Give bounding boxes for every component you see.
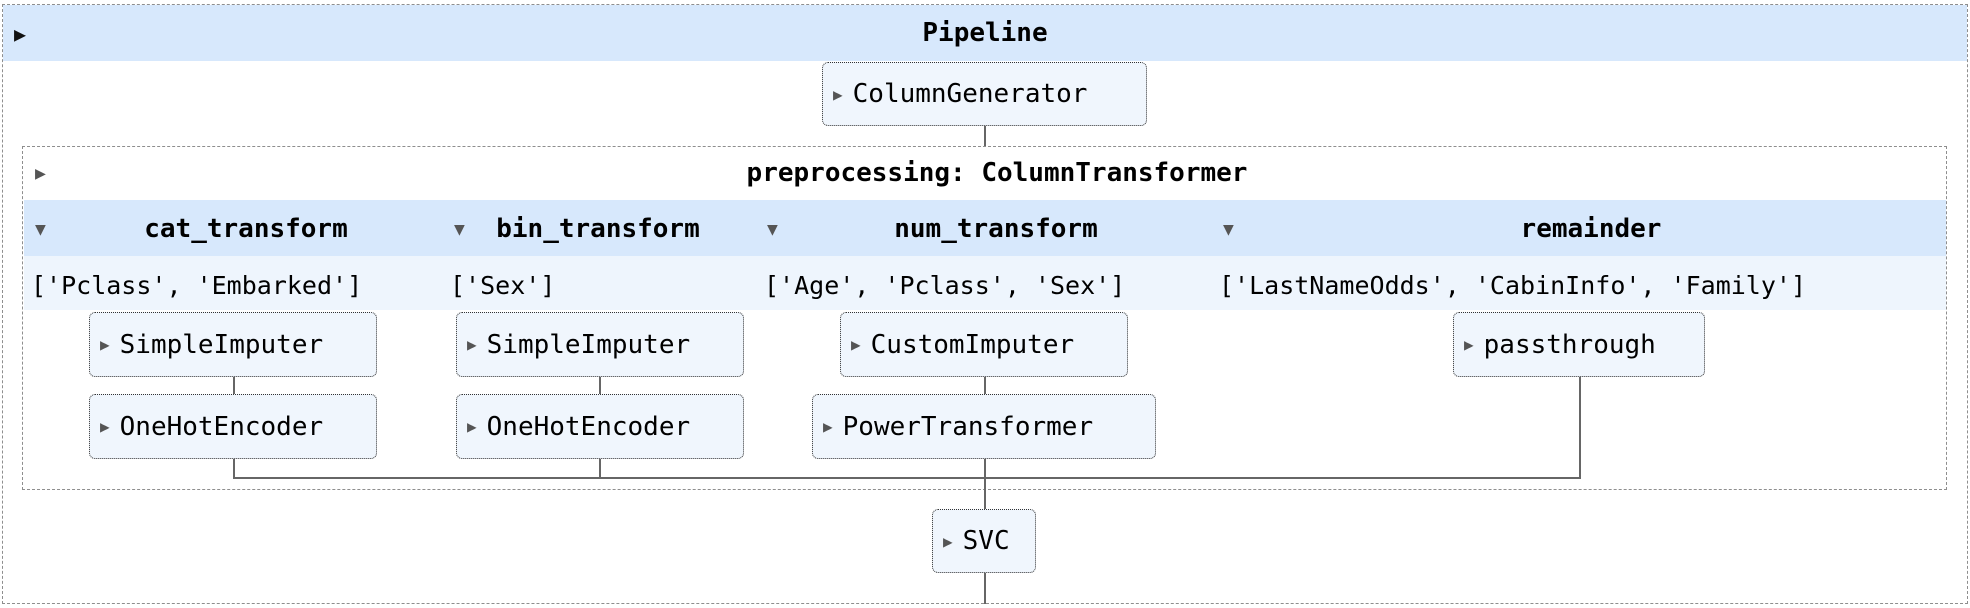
cat-one-hot-encoder-toggle-icon[interactable]: ▶ — [100, 417, 110, 436]
bin-transform-title: bin_transform — [496, 214, 700, 244]
remainder-columns: ['LastNameOdds', 'CabinInfo', 'Family'] — [1219, 271, 1806, 300]
column-generator-estimator[interactable]: ▶ ColumnGenerator — [822, 62, 1147, 126]
bin-one-hot-encoder-label: OneHotEncoder — [486, 411, 691, 442]
bin-one-hot-encoder-toggle-icon[interactable]: ▶ — [467, 417, 477, 436]
num-transform-columns: ['Age', 'Pclass', 'Sex'] — [764, 271, 1126, 300]
custom-imputer-label: CustomImputer — [870, 329, 1075, 360]
bin-transform-toggle-icon[interactable]: ▼ — [454, 219, 465, 240]
custom-imputer-estimator[interactable]: ▶ CustomImputer — [840, 312, 1128, 377]
merge-line — [233, 477, 1581, 479]
connector-line — [984, 126, 986, 146]
svc-toggle-icon[interactable]: ▶ — [943, 531, 953, 551]
connector-line — [599, 459, 601, 478]
connector-line — [984, 459, 986, 509]
connector-line — [984, 377, 986, 394]
branches-columns-band — [24, 256, 1946, 310]
custom-imputer-toggle-icon[interactable]: ▶ — [851, 335, 861, 354]
cat-transform-toggle-icon[interactable]: ▼ — [35, 219, 46, 240]
cat-one-hot-encoder-label: OneHotEncoder — [119, 411, 324, 442]
bin-one-hot-encoder-estimator[interactable]: ▶ OneHotEncoder — [456, 394, 744, 459]
svc-estimator[interactable]: ▶ SVC — [932, 509, 1036, 573]
cat-transform-columns: ['Pclass', 'Embarked'] — [31, 271, 363, 300]
column-generator-label: ColumnGenerator — [852, 79, 1088, 109]
connector-line — [233, 377, 235, 394]
bin-simple-imputer-toggle-icon[interactable]: ▶ — [467, 335, 477, 354]
passthrough-label: passthrough — [1483, 329, 1656, 360]
branches-header-band — [24, 200, 1946, 256]
preprocessing-toggle-icon[interactable]: ▶ — [35, 163, 46, 184]
svc-label: SVC — [962, 526, 1010, 556]
cat-one-hot-encoder-estimator[interactable]: ▶ OneHotEncoder — [89, 394, 377, 459]
passthrough-toggle-icon[interactable]: ▶ — [1464, 335, 1474, 354]
power-transformer-estimator[interactable]: ▶ PowerTransformer — [812, 394, 1156, 459]
remainder-toggle-icon[interactable]: ▼ — [1223, 219, 1234, 240]
bin-transform-columns: ['Sex'] — [450, 271, 556, 300]
connector-line — [1579, 377, 1581, 478]
connector-line — [233, 459, 235, 478]
pipeline-title: Pipeline — [922, 18, 1048, 48]
remainder-title: remainder — [1520, 214, 1662, 244]
cat-simple-imputer-label: SimpleImputer — [119, 329, 324, 360]
power-transformer-toggle-icon[interactable]: ▶ — [823, 417, 833, 436]
bin-simple-imputer-label: SimpleImputer — [486, 329, 691, 360]
num-transform-title: num_transform — [894, 214, 1098, 244]
pipeline-header[interactable] — [3, 5, 1967, 61]
cat-simple-imputer-estimator[interactable]: ▶ SimpleImputer — [89, 312, 377, 377]
passthrough-estimator[interactable]: ▶ passthrough — [1453, 312, 1705, 377]
connector-line — [599, 377, 601, 394]
preprocessing-title: preprocessing: ColumnTransformer — [746, 158, 1248, 188]
cat-transform-title: cat_transform — [144, 214, 348, 244]
cat-simple-imputer-toggle-icon[interactable]: ▶ — [100, 335, 110, 354]
power-transformer-label: PowerTransformer — [842, 411, 1094, 442]
bin-simple-imputer-estimator[interactable]: ▶ SimpleImputer — [456, 312, 744, 377]
pipeline-toggle-icon[interactable]: ▶ — [14, 22, 27, 46]
num-transform-toggle-icon[interactable]: ▼ — [767, 219, 778, 240]
column-generator-toggle-icon[interactable]: ▶ — [833, 84, 843, 104]
connector-line — [984, 573, 986, 604]
